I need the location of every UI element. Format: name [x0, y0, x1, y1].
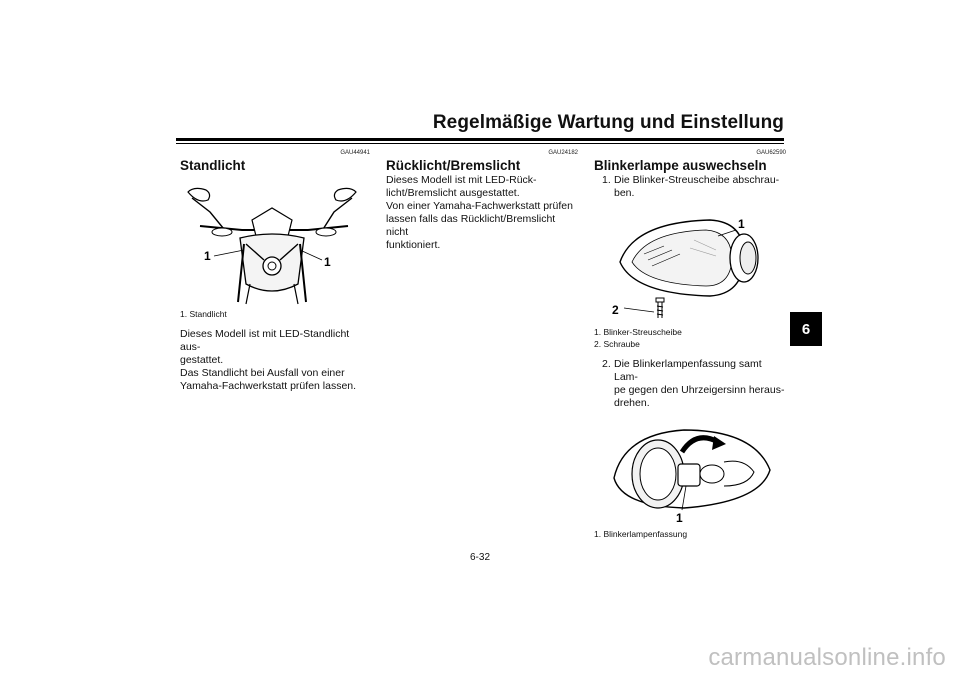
- figure-callout-2: 2: [612, 303, 619, 317]
- step-text: pe gegen den Uhrzeigersinn heraus-: [614, 384, 785, 396]
- step-number: 2.: [602, 358, 611, 370]
- paragraph-line: Von einer Yamaha-Fachwerkstatt prüfen: [386, 200, 573, 212]
- paragraph-line: licht/Bremslicht ausgestattet.: [386, 187, 520, 199]
- section-standlicht: GAU44941 Standlicht 1 1 1. Standlicht Di…: [180, 150, 370, 393]
- figure-callout-1-left: 1: [204, 249, 211, 263]
- paragraph-line: gestattet.: [180, 354, 224, 366]
- header-rule: [176, 138, 784, 141]
- header-rule-thin: [176, 143, 784, 144]
- page-header-title: Regelmäßige Wartung und Einstellung: [432, 112, 784, 133]
- figure-callout-1: 1: [676, 511, 683, 525]
- step-2: 2. Die Blinkerlampenfassung samt Lam- pe…: [594, 358, 786, 410]
- paragraph-line: Das Standlicht bei Ausfall von einer: [180, 367, 345, 379]
- figure-callout-1: 1: [738, 217, 745, 231]
- step-1: 1. Die Blinker-Streuscheibe abschrau- be…: [594, 174, 786, 200]
- section-blinkerlampe: GAU62590 Blinkerlampe auswechseln 1. Die…: [594, 150, 786, 540]
- section-ruecklicht: GAU24182 Rücklicht/Bremslicht Dieses Mod…: [386, 150, 578, 252]
- motorcycle-front-illustration: 1 1: [187, 187, 357, 305]
- paragraph-line: Dieses Modell ist mit LED-Standlicht aus…: [180, 328, 350, 353]
- watermark: carmanualsonline.info: [708, 644, 946, 671]
- section-heading: Standlicht: [180, 158, 246, 173]
- section-code: GAU62590: [756, 150, 786, 156]
- section-heading: Blinkerlampe auswechseln: [594, 158, 767, 173]
- paragraph-line: lassen falls das Rücklicht/Bremslicht ni…: [386, 213, 556, 238]
- paragraph-line: Yamaha-Fachwerkstatt prüfen lassen.: [180, 380, 357, 392]
- bulb-socket-illustration: 1: [613, 429, 771, 525]
- figure-caption: 1. Blinkerlampenfassung: [594, 529, 688, 539]
- chapter-tab: 6: [790, 312, 822, 346]
- figure-caption: 2. Schraube: [594, 339, 640, 349]
- step-text: ben.: [614, 187, 635, 199]
- figure-caption: 1. Blinker-Streuscheibe: [594, 327, 682, 337]
- step-text: Die Blinker-Streuscheibe abschrau-: [614, 174, 780, 186]
- page-number: 6-32: [469, 552, 490, 563]
- paragraph-line: funktioniert.: [386, 239, 441, 251]
- step-number: 1.: [602, 174, 611, 186]
- section-heading: Rücklicht/Bremslicht: [386, 158, 521, 173]
- figure-caption: 1. Standlicht: [180, 309, 227, 319]
- step-text: Die Blinkerlampenfassung samt Lam-: [614, 358, 762, 383]
- section-code: GAU24182: [548, 150, 578, 156]
- section-code: GAU44941: [340, 150, 370, 156]
- figure-callout-1-right: 1: [324, 255, 331, 269]
- step-text: drehen.: [614, 397, 650, 409]
- turn-signal-lens-illustration: 1 2: [612, 217, 759, 318]
- paragraph-line: Dieses Modell ist mit LED-Rück-: [386, 174, 537, 186]
